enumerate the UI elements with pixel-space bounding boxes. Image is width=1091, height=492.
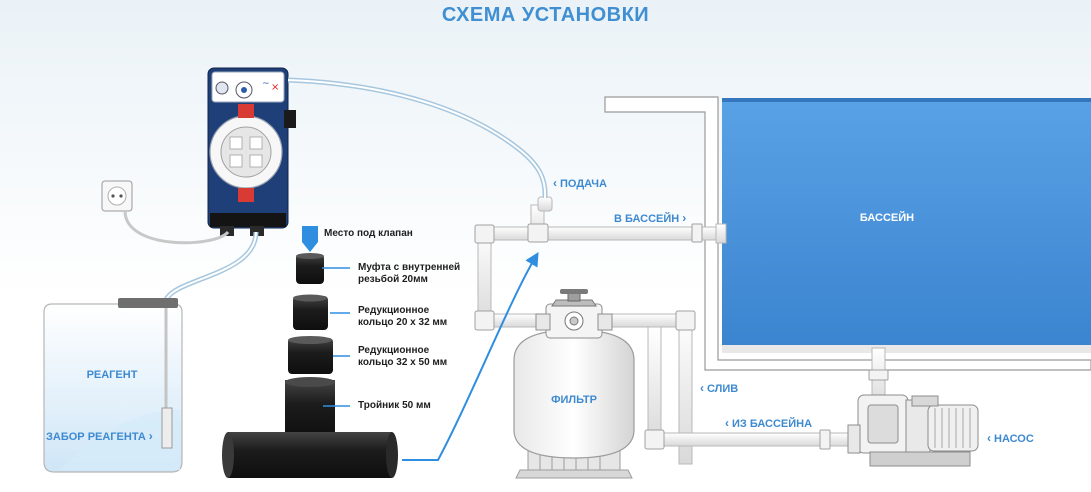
dosing-pump: ~ ×	[207, 67, 296, 236]
tee-50mm	[285, 380, 335, 440]
reducer-20x32	[293, 296, 328, 330]
label-zabor-reagenta: ЗАБОР РЕАГЕНТА›	[46, 429, 153, 443]
label-podacha: ‹ПОДАЧА	[553, 176, 607, 190]
label-v-basseyn: В БАССЕЙН›	[614, 211, 687, 225]
label-reduktsionnoe-2: Редукционное кольцо 32 х 50 мм	[358, 345, 448, 368]
label-iz-basseyna: ‹ИЗ БАССЕЙНА	[725, 416, 813, 430]
label-sliv: ‹СЛИВ	[700, 381, 739, 395]
chevron-right-icon: ›	[682, 211, 687, 225]
coupling-20mm	[296, 254, 324, 284]
reducer-32x50	[288, 338, 333, 374]
chevron-left-icon: ‹	[553, 176, 557, 190]
label-basseyn: БАССЕЙН	[859, 212, 915, 224]
svg-text:×: ×	[271, 82, 279, 93]
circulation-pump	[847, 394, 979, 467]
label-mesto-pod-klapan: Место под клапан	[324, 228, 413, 239]
chevron-left-icon: ‹	[725, 416, 729, 430]
label-reagent: РЕАГЕНТ	[86, 369, 138, 381]
pool	[604, 96, 1091, 371]
svg-text:~: ~	[262, 79, 270, 89]
valve-place-marker	[302, 226, 318, 252]
reagent-canister	[43, 298, 183, 473]
label-reduktsionnoe-1: Редукционное кольцо 20 х 32 мм	[358, 305, 448, 328]
label-filtr: ФИЛЬТР	[551, 394, 597, 406]
label-nasos: ‹НАСОС	[987, 431, 1034, 445]
chevron-left-icon: ‹	[987, 431, 991, 445]
sand-filter	[513, 289, 635, 479]
chevron-right-icon: ›	[148, 429, 153, 443]
page-title: СХЕМА УСТАНОВКИ	[441, 4, 650, 26]
injection-fittings	[222, 226, 398, 478]
pipe-couplings	[474, 223, 889, 450]
pool-water	[722, 98, 1091, 345]
wall-socket	[101, 180, 133, 212]
callout-lines	[322, 251, 539, 461]
chevron-left-icon: ‹	[700, 381, 704, 395]
dosing-tubes	[123, 77, 548, 302]
label-troynik: Тройник 50 мм	[358, 400, 431, 411]
label-mufta: Муфта с внутренней резьбой 20мм	[358, 262, 461, 285]
